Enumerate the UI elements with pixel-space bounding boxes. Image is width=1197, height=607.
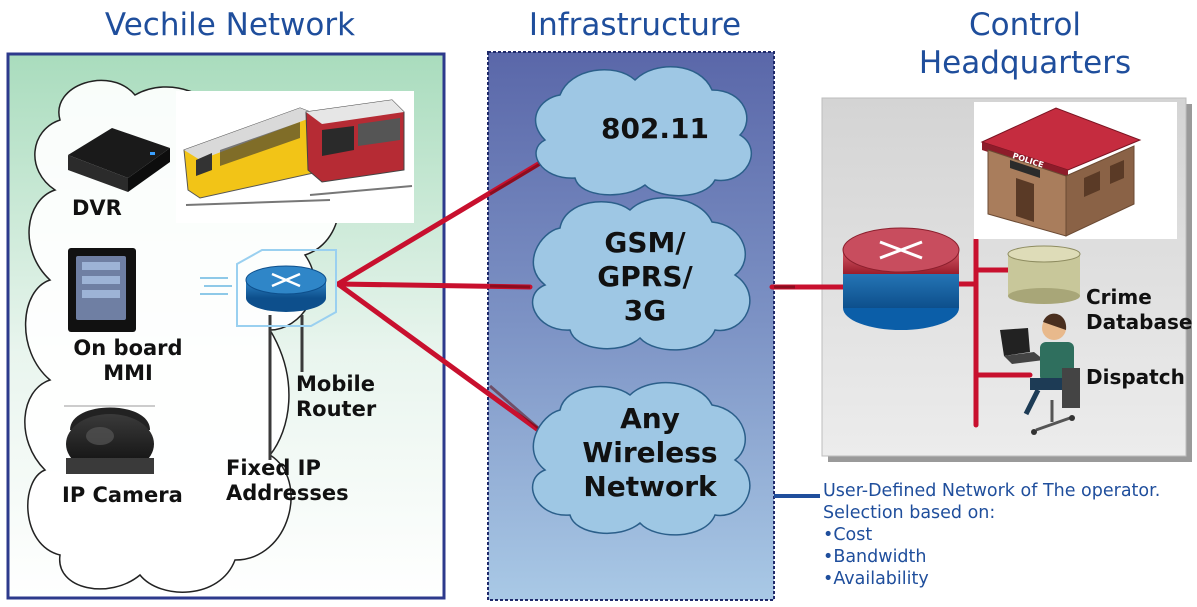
any-wireless-label: Any Wireless Network (575, 402, 725, 504)
note-bullet-bandwidth: •Bandwidth (823, 547, 927, 567)
fixed-ip-label: Fixed IP Addresses (226, 456, 349, 506)
ip-camera-label: IP Camera (62, 483, 183, 507)
mobile-router-label: Mobile Router (296, 372, 376, 422)
control-hq-title: Control Headquarters (900, 6, 1150, 82)
control-hq-title-line2: Headquarters (918, 45, 1132, 81)
crime-database-label: Crime Database (1086, 285, 1192, 335)
crime-database-label-line1: Crime (1086, 285, 1152, 309)
police-station-image (974, 102, 1177, 239)
cloud-cellular (531, 197, 751, 351)
mobile-router-label-line2: Router (296, 397, 377, 421)
cloud-any-wireless (531, 382, 751, 536)
wifi-label: 802.11 (600, 112, 710, 145)
dvr-label: DVR (72, 196, 122, 220)
link-to-any-wireless (335, 281, 555, 443)
any-wireless-label-line3: Network (583, 470, 717, 503)
mmi-label-line1: On board (73, 336, 183, 360)
note-bullet-cost: •Cost (823, 525, 873, 545)
cellular-label-line3: 3G (623, 294, 667, 327)
vehicle-network-title: Vechile Network (104, 7, 356, 43)
mobile-router-label-line1: Mobile (296, 372, 375, 396)
control-hq-title-line1: Control (968, 7, 1082, 43)
cellular-label-line2: GPRS/ (597, 260, 693, 293)
any-wireless-label-line2: Wireless (582, 436, 718, 469)
note-line1: User-Defined Network of The operator. (823, 481, 1161, 501)
infrastructure-title: Infrastructure (528, 7, 742, 43)
any-wireless-label-line1: Any (620, 402, 680, 435)
dvr-device-icon (68, 128, 170, 192)
note-line2: Selection based on: (823, 503, 996, 523)
mmi-tablet-icon (68, 248, 136, 332)
operator-note: User-Defined Network of The operator. Se… (823, 480, 1193, 590)
cellular-label: GSM/ GPRS/ 3G (570, 226, 720, 328)
fixed-ip-label-line1: Fixed IP (226, 456, 321, 480)
fixed-ip-label-line2: Addresses (226, 481, 349, 505)
train-image (176, 91, 414, 223)
cellular-label-line1: GSM/ (604, 226, 686, 259)
crime-database-icon (1007, 245, 1081, 304)
note-bullet-availability: •Availability (823, 569, 929, 589)
mmi-label-line2: MMI (103, 361, 153, 385)
hq-router-icon (842, 227, 960, 330)
mmi-label: On board MMI (68, 336, 188, 386)
dispatcher-icon (1000, 313, 1080, 435)
dispatch-label: Dispatch (1086, 365, 1185, 389)
crime-database-label-line2: Database (1086, 310, 1193, 334)
ip-camera-icon (64, 405, 155, 474)
mobile-router-icon (200, 249, 337, 460)
cloud-wifi (534, 65, 753, 197)
